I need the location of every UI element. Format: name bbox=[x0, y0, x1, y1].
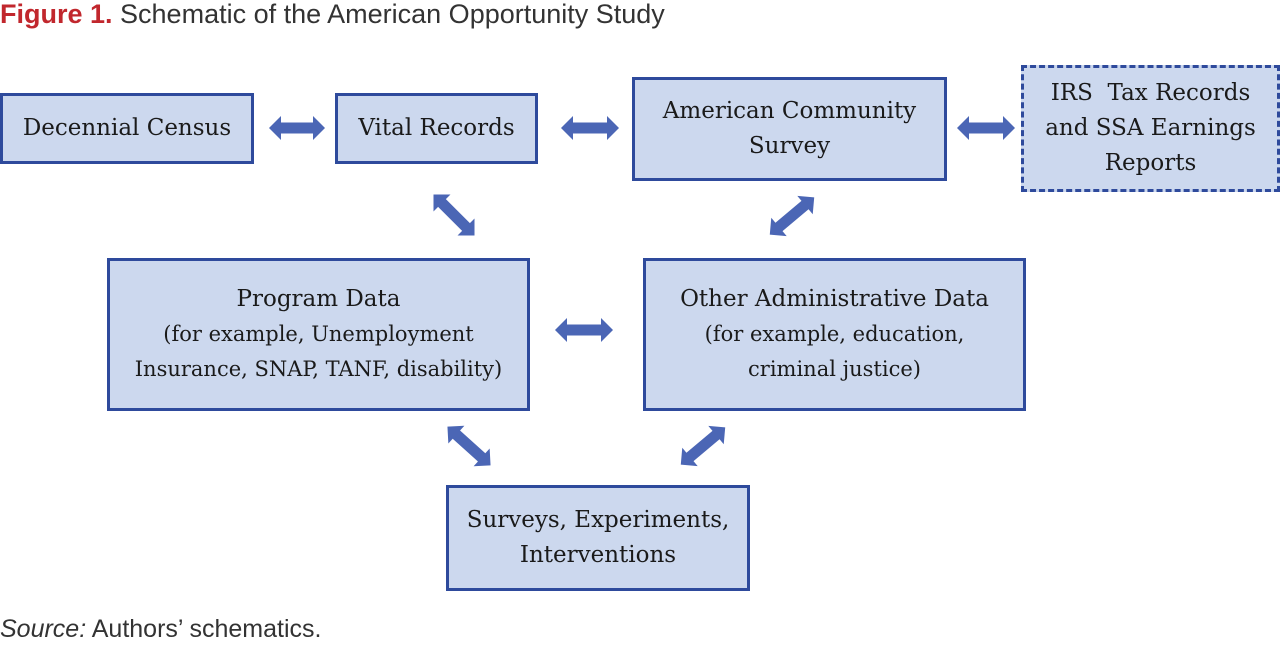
arrow-acs-other bbox=[769, 195, 815, 237]
arrow-program-other bbox=[555, 318, 613, 342]
node-detail-line-2: Insurance, SNAP, TANF, disability) bbox=[134, 357, 503, 381]
node-label-line-2: and SSA Earnings bbox=[1045, 115, 1256, 141]
node-label-line-3: Reports bbox=[1104, 150, 1197, 176]
node-label: Decennial Census bbox=[22, 115, 232, 141]
arrow-other-surveys bbox=[680, 425, 726, 467]
node-title: Program Data bbox=[236, 286, 401, 312]
figure-number: Figure 1. bbox=[0, 0, 113, 29]
node-label-line-2: Interventions bbox=[519, 542, 677, 568]
node-irs-ssa-records: IRS Tax Records and SSA Earnings Reports bbox=[1021, 65, 1280, 192]
source-label: Source: bbox=[0, 615, 87, 643]
node-label: Vital Records bbox=[358, 115, 515, 141]
arrow-vital-acs bbox=[561, 116, 619, 140]
node-label-line-2: Survey bbox=[748, 133, 831, 159]
arrow-vital-program bbox=[433, 194, 475, 236]
node-vital-records: Vital Records bbox=[335, 93, 538, 164]
node-american-community-survey: American Community Survey bbox=[632, 77, 947, 181]
node-surveys-experiments: Surveys, Experiments, Interventions bbox=[446, 485, 750, 591]
node-label-line-1: American Community bbox=[662, 98, 917, 124]
source-text: Authors’ schematics. bbox=[86, 615, 322, 643]
arrow-program-surveys bbox=[447, 425, 491, 467]
source-note: Source: Authors’ schematics. bbox=[0, 615, 321, 644]
node-other-administrative-data: Other Administrative Data (for example, … bbox=[643, 258, 1026, 411]
node-label-line-1: IRS Tax Records bbox=[1050, 80, 1251, 106]
node-title: Other Administrative Data bbox=[680, 286, 989, 312]
node-label-line-1: Surveys, Experiments, bbox=[466, 507, 730, 533]
node-decennial-census: Decennial Census bbox=[0, 93, 254, 164]
node-detail-line-1: (for example, Unemployment bbox=[163, 322, 474, 346]
node-detail-line-1: (for example, education, bbox=[704, 322, 965, 346]
figure-title-text: Schematic of the American Opportunity St… bbox=[112, 0, 665, 29]
node-detail-line-2: criminal justice) bbox=[748, 357, 921, 381]
figure-title: Figure 1. Schematic of the American Oppo… bbox=[0, 0, 665, 30]
arrow-acs-irs bbox=[957, 116, 1015, 140]
node-program-data: Program Data (for example, Unemployment … bbox=[107, 258, 530, 411]
arrow-decennial-vital bbox=[269, 116, 325, 140]
